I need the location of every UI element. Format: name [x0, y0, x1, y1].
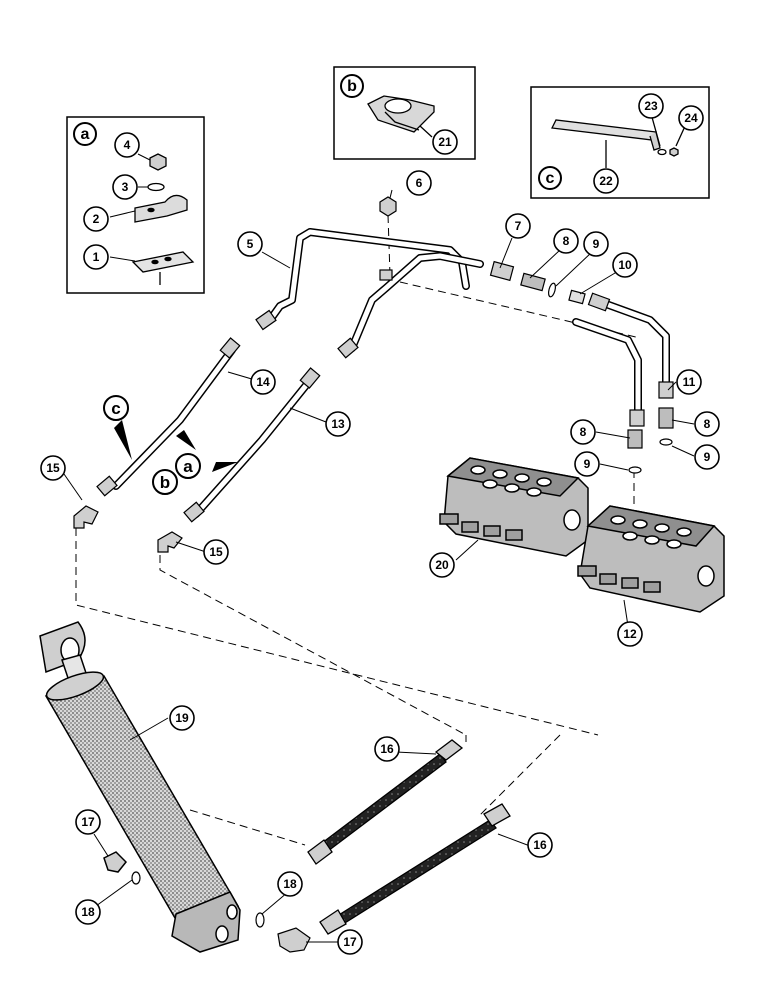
svg-text:9: 9	[584, 457, 591, 471]
elbow-fittings-15	[73, 505, 183, 553]
svg-text:22: 22	[599, 174, 613, 188]
inset-letter-c: c	[538, 166, 562, 190]
svg-text:10: 10	[618, 258, 632, 272]
svg-text:19: 19	[175, 711, 189, 725]
inset-frame-b	[333, 66, 476, 160]
svg-text:3: 3	[122, 180, 129, 194]
svg-text:7: 7	[515, 219, 522, 233]
svg-text:b: b	[347, 78, 357, 95]
section-letter-a: a	[175, 453, 201, 479]
callout-21: 21	[432, 129, 458, 155]
svg-text:b: b	[160, 473, 170, 492]
svg-text:c: c	[111, 399, 120, 418]
inset-letter-a: a	[73, 122, 97, 146]
svg-text:8: 8	[563, 234, 570, 248]
callout-2: 2	[83, 206, 109, 232]
callout-20: 20	[429, 552, 455, 578]
callout-23: 23	[638, 93, 664, 119]
svg-text:8: 8	[704, 417, 711, 431]
callout-8-left: 8	[570, 419, 596, 445]
inset-c-bracket	[551, 109, 687, 168]
callout-9-left: 9	[574, 451, 600, 477]
svg-text:9: 9	[593, 237, 600, 251]
svg-text:6: 6	[416, 176, 423, 190]
inset-frame-c	[530, 86, 710, 199]
control-valve-12	[577, 505, 725, 613]
svg-text:8: 8	[580, 425, 587, 439]
svg-text:a: a	[81, 126, 90, 143]
hydraulic-cylinder-19	[39, 621, 241, 953]
svg-text:2: 2	[93, 212, 100, 226]
svg-text:12: 12	[623, 627, 637, 641]
svg-text:18: 18	[283, 877, 297, 891]
lower-fittings	[627, 407, 674, 474]
upper-fittings	[520, 272, 586, 305]
callout-6: 6	[406, 170, 432, 196]
inset-b-clamp	[367, 95, 435, 138]
svg-text:16: 16	[533, 838, 547, 852]
callout-5: 5	[237, 231, 263, 257]
callout-16-lower: 16	[527, 832, 553, 858]
inset-frame-a	[66, 116, 205, 294]
section-arrows	[114, 420, 238, 472]
svg-text:15: 15	[46, 461, 60, 475]
callout-9-right: 9	[694, 444, 720, 470]
section-letter-b: b	[152, 469, 178, 495]
callout-7: 7	[505, 213, 531, 239]
svg-text:c: c	[546, 170, 555, 187]
inset-letter-b: b	[340, 74, 364, 98]
callout-4: 4	[114, 132, 140, 158]
hydraulic-tubes	[112, 228, 670, 518]
callout-10: 10	[612, 252, 638, 278]
callout-8-right: 8	[694, 411, 720, 437]
callout-16-upper: 16	[374, 736, 400, 762]
svg-text:9: 9	[704, 450, 711, 464]
callout-19: 19	[169, 705, 195, 731]
callout-leaders	[63, 189, 695, 943]
callout-1: 1	[83, 244, 109, 270]
tube-fittings	[96, 260, 674, 523]
callout-9-upper: 9	[583, 231, 609, 257]
callout-17-left: 17	[75, 809, 101, 835]
callout-8-upper: 8	[553, 228, 579, 254]
nut-6	[379, 196, 397, 217]
callout-14: 14	[250, 369, 276, 395]
callout-24: 24	[678, 105, 704, 131]
svg-text:5: 5	[247, 237, 254, 251]
callout-18-right: 18	[277, 871, 303, 897]
callout-13: 13	[325, 411, 351, 437]
section-letter-c: c	[103, 395, 129, 421]
callout-3: 3	[112, 174, 138, 200]
svg-text:20: 20	[435, 558, 449, 572]
callout-17-right: 17	[337, 929, 363, 955]
svg-text:1: 1	[93, 250, 100, 264]
control-valve-20	[439, 457, 589, 557]
svg-text:17: 17	[343, 935, 357, 949]
svg-text:21: 21	[438, 135, 452, 149]
svg-text:a: a	[183, 457, 193, 476]
svg-text:23: 23	[644, 99, 658, 113]
svg-text:11: 11	[683, 375, 696, 389]
callout-22: 22	[593, 168, 619, 194]
callout-15-left: 15	[40, 455, 66, 481]
callout-11: 11	[676, 369, 702, 395]
svg-text:18: 18	[81, 905, 95, 919]
lower-fittings-17-18	[131, 871, 311, 953]
inset-a-parts	[131, 153, 195, 285]
svg-text:13: 13	[331, 417, 345, 431]
hoses-16	[307, 739, 511, 935]
svg-text:15: 15	[209, 545, 223, 559]
callout-15-lower: 15	[203, 539, 229, 565]
svg-text:4: 4	[124, 138, 131, 152]
svg-text:17: 17	[81, 815, 95, 829]
svg-text:14: 14	[256, 375, 270, 389]
callout-12: 12	[617, 621, 643, 647]
inset-a-leaders	[109, 153, 151, 262]
svg-text:16: 16	[380, 742, 394, 756]
callout-18-left: 18	[75, 899, 101, 925]
svg-text:24: 24	[684, 111, 698, 125]
